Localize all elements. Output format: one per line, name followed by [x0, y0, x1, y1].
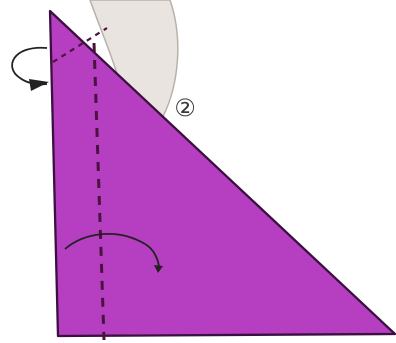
- reverse-curved-arrow-head-icon: [29, 79, 49, 91]
- curved-arrow-icon: [64, 233, 160, 267]
- step-number-label: ②: [174, 94, 196, 122]
- folded-paper-triangle: [48, 9, 396, 338]
- curved-arrow-head-icon: [154, 265, 163, 273]
- reverse-curved-arrow-icon: [11, 47, 48, 86]
- top-fold-line: [52, 27, 108, 63]
